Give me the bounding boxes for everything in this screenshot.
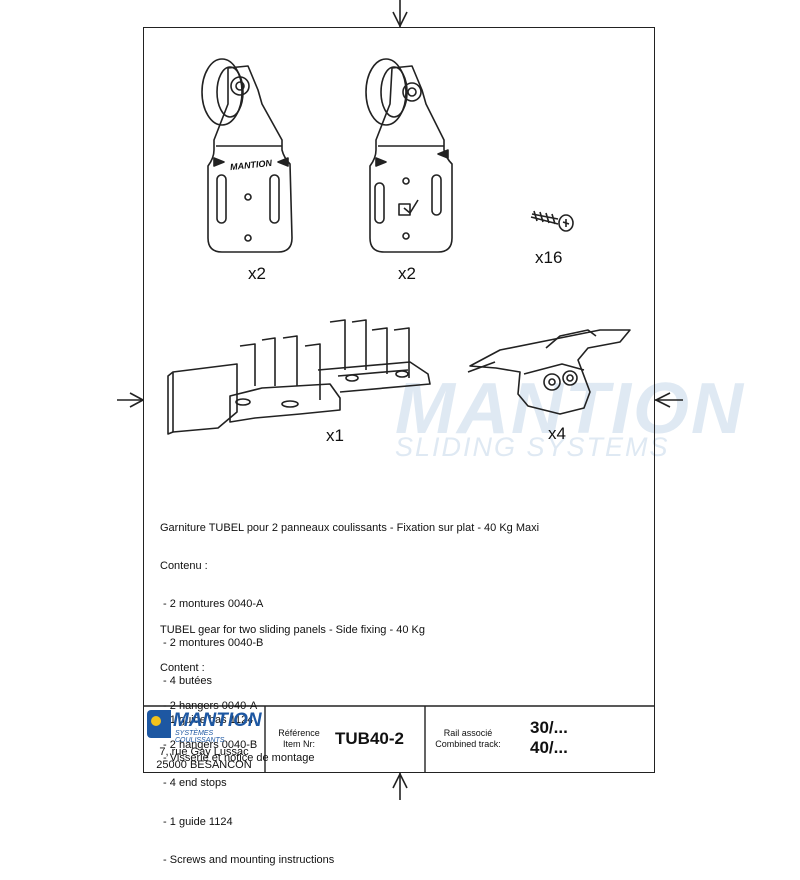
watermark-brand: MANTION xyxy=(395,369,745,449)
description-en-item: - 2 hangers 0040-A xyxy=(160,700,258,713)
parts-drawing xyxy=(117,0,683,800)
description-en-item: - 2 hangers 0040-B xyxy=(160,738,258,751)
guide-qty: x1 xyxy=(326,426,344,445)
description-en-item: - 1 guide 1124 xyxy=(160,815,233,828)
top-center-mark xyxy=(392,0,408,27)
description-en-title: TUBEL gear for two sliding panels - Side… xyxy=(160,623,425,636)
description-en-item: - Screws and mounting instructions xyxy=(160,853,335,866)
company-address: 7, rue Gay Lussac 25000 BESANCON xyxy=(143,746,265,772)
track-label-fr: Rail associé xyxy=(443,728,493,738)
left-center-mark xyxy=(117,392,144,408)
bottom-center-mark xyxy=(392,773,408,800)
company-logo: MANTION SYSTÈMES COULISSANTS xyxy=(147,710,263,744)
description-fr-title: Garniture TUBEL pour 2 panneaux coulissa… xyxy=(160,521,540,534)
track-label: Rail associé Combined track: xyxy=(428,728,508,750)
stop-qty: x4 xyxy=(548,424,566,443)
description-en-item: - 4 end stops xyxy=(160,777,227,790)
description-fr: Garniture TUBEL pour 2 panneaux coulissa… xyxy=(160,496,539,778)
reference-label: Référence Item Nr: xyxy=(270,728,328,750)
track-value-1: 30/... xyxy=(530,718,568,737)
watermark-tagline: SLIDING SYSTEMS xyxy=(395,432,670,462)
description-fr-item: - 2 montures 0040-A xyxy=(160,598,264,611)
bottom-guide-drawing xyxy=(167,319,431,435)
track-value-2: 40/... xyxy=(530,738,568,757)
description-fr-item: - 1 guide bas 1124 xyxy=(160,713,254,726)
hanger-b-qty: x2 xyxy=(398,264,416,283)
logo-tagline: SYSTÈMES COULISSANTS xyxy=(175,730,225,744)
reference-label-en: Item Nr: xyxy=(282,739,315,749)
description-fr-item: - Visserie et notice de montage xyxy=(160,751,315,764)
description-fr-item: - 2 montures 0040-B xyxy=(160,636,264,649)
address-line-1: 7, rue Gay Lussac xyxy=(159,746,249,758)
reference-label-fr: Référence xyxy=(278,728,320,738)
track-label-en: Combined track: xyxy=(435,739,501,749)
hanger-a-drawing xyxy=(201,58,293,253)
reference-value: TUB40-2 xyxy=(335,729,404,748)
screw-qty: x16 xyxy=(535,248,563,267)
track-values: 30/... 40/... xyxy=(530,718,568,758)
hanger-a-qty: x2 xyxy=(248,264,266,283)
description-en-contents-label: Content : xyxy=(160,661,205,674)
logo-name: MANTION xyxy=(173,710,262,731)
logo-mark-accent xyxy=(151,716,161,726)
hanger-b-drawing xyxy=(365,58,453,253)
right-center-mark xyxy=(655,392,683,408)
description-fr-item: - 4 butées xyxy=(160,675,212,688)
title-block-lines xyxy=(143,705,655,773)
screw-drawing xyxy=(530,210,574,232)
description-fr-contents-label: Contenu : xyxy=(160,559,208,572)
address-line-2: 25000 BESANCON xyxy=(156,759,252,771)
end-stop-drawing xyxy=(467,329,631,415)
